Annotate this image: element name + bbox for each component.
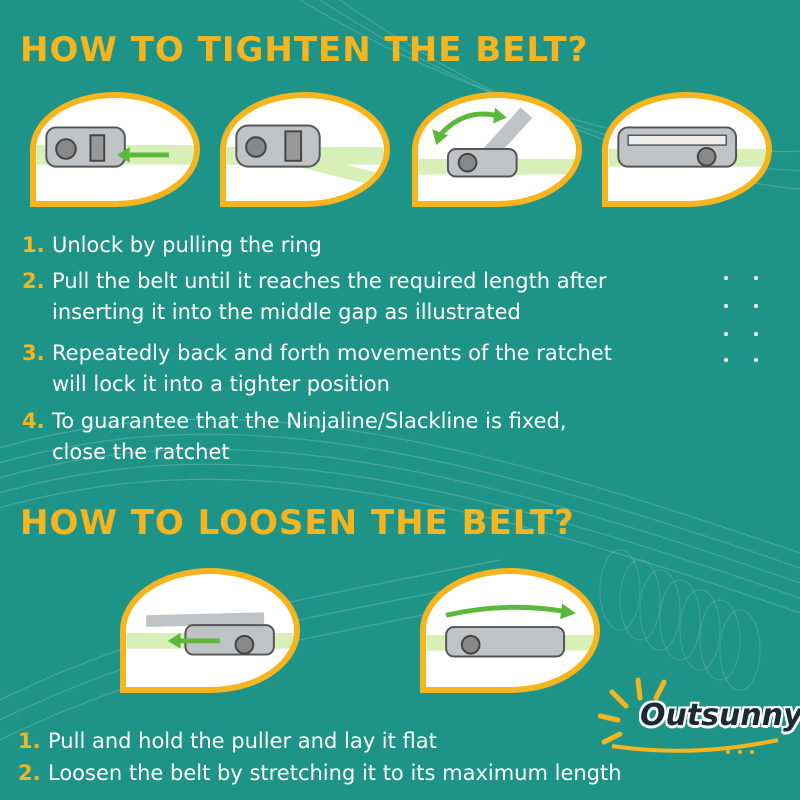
step-number: 3.: [22, 341, 45, 365]
tighten-step-3: 3. Repeatedly back and forth movements of…: [22, 338, 612, 400]
step-text-continued: inserting it into the middle gap as illu…: [52, 300, 521, 324]
step-text: Unlock by pulling the ring: [52, 233, 322, 257]
step-text: Pull the belt until it reaches the requi…: [52, 269, 607, 293]
ratchet-crank-icon: [418, 107, 576, 178]
ratchet-closed-icon: [608, 126, 766, 168]
step-number: 4.: [22, 409, 45, 433]
ratchet-insert-belt-icon: [226, 124, 384, 189]
step-text: Pull and hold the puller and lay it flat: [48, 729, 437, 753]
ratchet-release-icon: [426, 603, 594, 658]
tighten-illustration-2: [220, 92, 390, 207]
ratchet-puller-icon: [126, 612, 294, 656]
tighten-step-2: 2. Pull the belt until it reaches the req…: [22, 266, 606, 328]
tighten-heading: HOW TO TIGHTEN THE BELT?: [20, 30, 589, 70]
tighten-illustration-4: [602, 92, 772, 207]
step-number: 2.: [18, 761, 41, 785]
tighten-illustration-3: [412, 92, 582, 207]
step-number: 2.: [22, 269, 45, 293]
step-number: 1.: [18, 729, 41, 753]
step-text-continued: will lock it into a tighter position: [52, 372, 390, 396]
step-text: Loosen the belt by stretching it to its …: [48, 761, 622, 785]
tighten-step-4: 4. To guarantee that the Ninjaline/Slackl…: [22, 406, 567, 468]
loosen-illustration-2: [420, 568, 600, 693]
tighten-step-1: 1. Unlock by pulling the ring: [22, 230, 322, 261]
step-text-continued: close the ratchet: [52, 440, 230, 464]
loosen-illustration-1: [120, 568, 300, 693]
loosen-step-1: 1. Pull and hold the puller and lay it fl…: [18, 726, 437, 757]
step-text: To guarantee that the Ninjaline/Slacklin…: [52, 409, 567, 433]
tighten-illustration-1: [30, 92, 200, 207]
step-number: 1.: [22, 233, 45, 257]
loosen-heading: HOW TO LOOSEN THE BELT?: [20, 503, 575, 543]
loosen-step-2: 2. Loosen the belt by stretching it to it…: [18, 758, 622, 789]
ratchet-unlock-icon: [36, 126, 194, 168]
sun-logo-icon: [598, 677, 779, 754]
brand-logo: Outsunny: [640, 698, 800, 733]
step-text: Repeatedly back and forth movements of t…: [52, 341, 612, 365]
